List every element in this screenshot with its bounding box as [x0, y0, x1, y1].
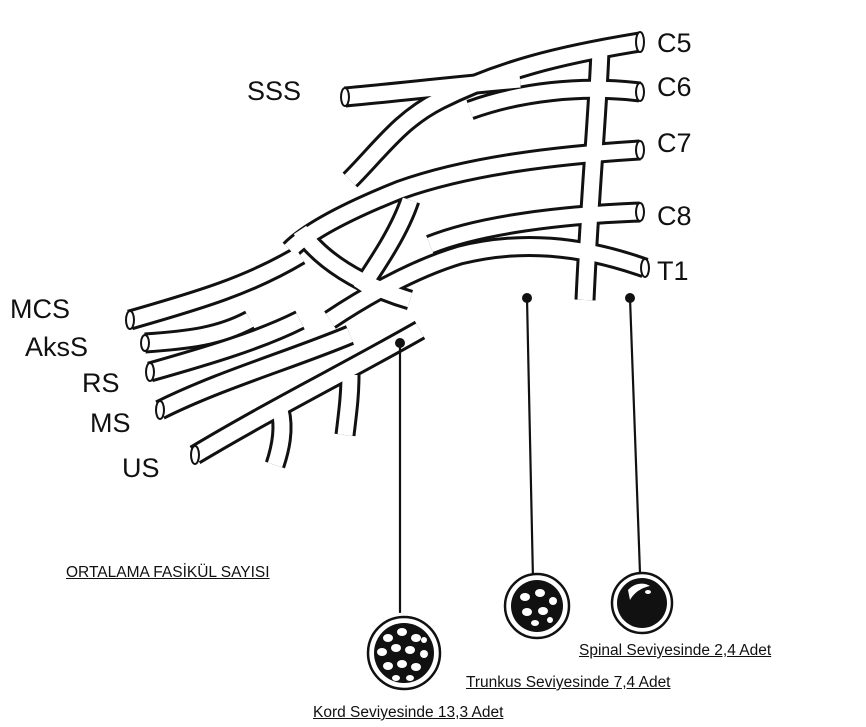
- caption-trunkus: Trunkus Seviyesinde 7,4 Adet: [466, 675, 671, 691]
- spinal-cross-section: [612, 573, 672, 633]
- cap-c7: [636, 141, 644, 159]
- cap-ms: [156, 401, 164, 419]
- cap-t1: [641, 259, 649, 277]
- trunkus-cross-section: [505, 574, 569, 638]
- cap-us: [191, 446, 199, 464]
- cap-rs: [146, 363, 154, 381]
- cap-c6: [636, 83, 644, 101]
- kord-cross-section: [368, 617, 440, 689]
- label-t1: T1: [657, 258, 689, 285]
- label-akss: AksS: [25, 334, 88, 361]
- label-c6: C6: [657, 74, 692, 101]
- spinal-pointer: [630, 298, 640, 573]
- cap-c8: [636, 203, 644, 221]
- spinal-pointer-dot: [625, 293, 635, 303]
- trunkus-pointer: [527, 298, 533, 580]
- label-rs: RS: [82, 370, 120, 397]
- cap-sss: [341, 88, 349, 106]
- cap-akss: [141, 335, 149, 351]
- kord-pointer-dot: [395, 338, 405, 348]
- cap-c5: [636, 32, 644, 52]
- caption-kord: Kord Seviyesinde 13,3 Adet: [313, 705, 503, 721]
- label-ms: MS: [90, 410, 131, 437]
- nerve-interiors: [130, 42, 645, 465]
- label-c5: C5: [657, 30, 692, 57]
- caption-spinal: Spinal Seviyesinde 2,4 Adet: [579, 643, 771, 659]
- caption-title: ORTALAMA FASİKÜL SAYISI: [66, 565, 270, 581]
- pointer-lines: [395, 293, 640, 612]
- label-sss: SSS: [247, 78, 301, 105]
- cap-mcs: [126, 311, 134, 329]
- label-c7: C7: [657, 130, 692, 157]
- label-c8: C8: [657, 203, 692, 230]
- label-mcs: MCS: [10, 296, 70, 323]
- trunkus-pointer-dot: [522, 293, 532, 303]
- label-us: US: [122, 455, 160, 482]
